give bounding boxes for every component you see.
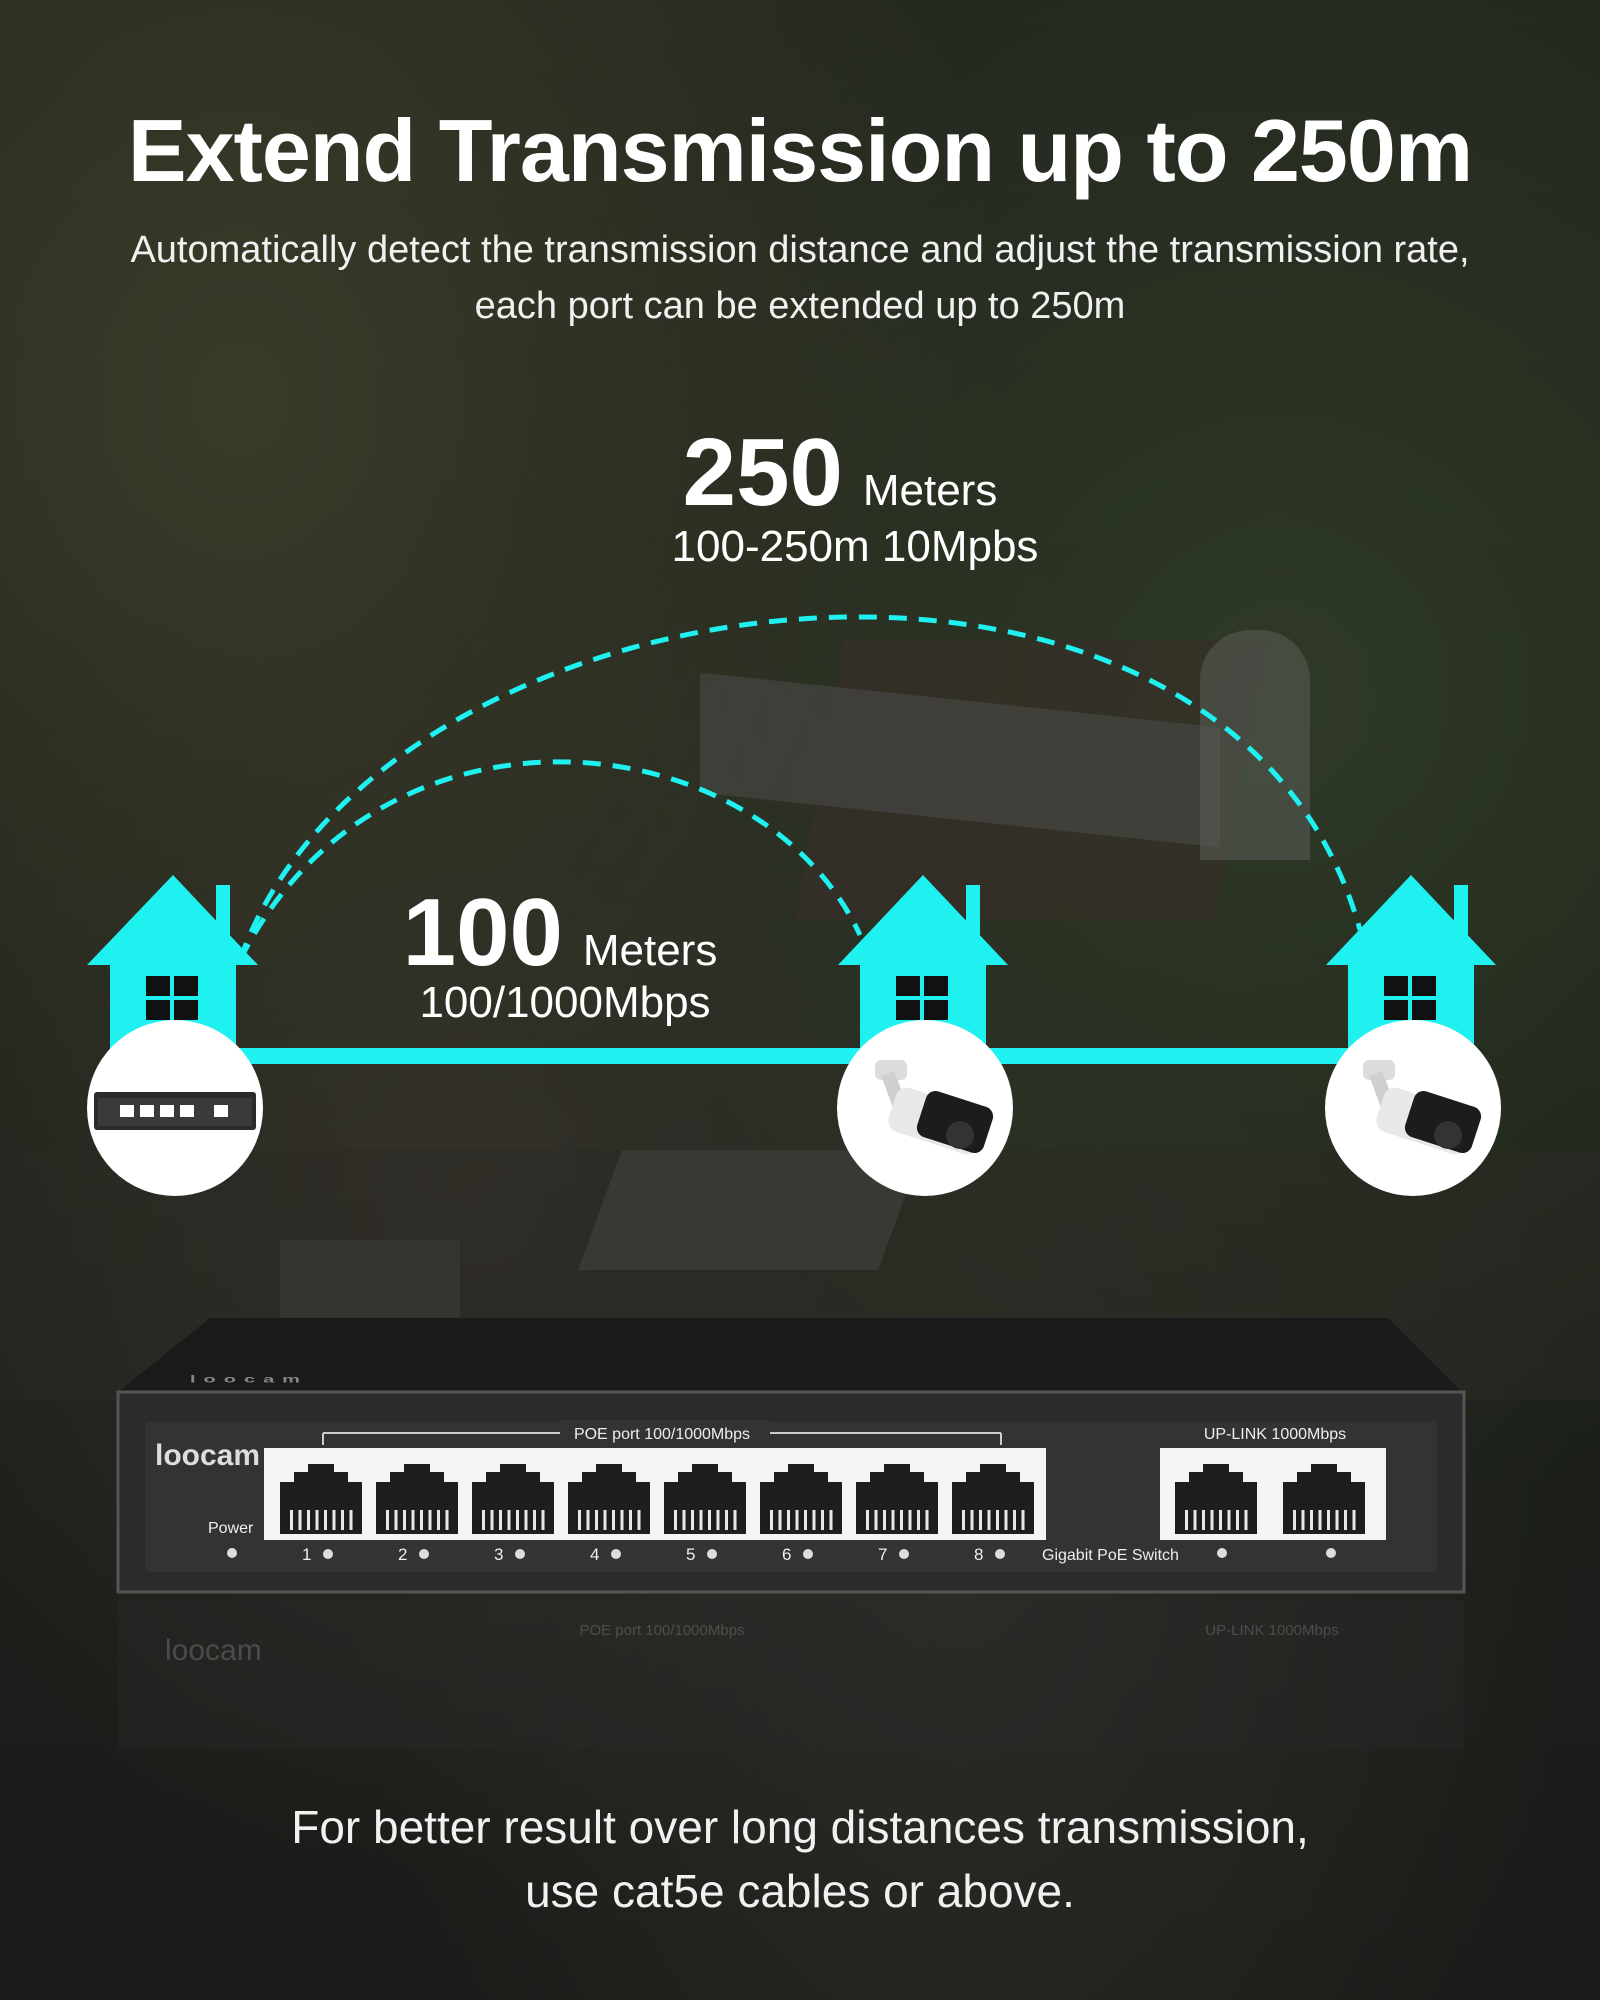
long-range-arc <box>237 614 1363 961</box>
rj45-port <box>1283 1464 1365 1534</box>
rj45-port <box>472 1464 554 1534</box>
port-number: 4 <box>590 1545 599 1564</box>
headline-title: Extend Transmission up to 250m <box>127 101 1473 200</box>
model-label: Gigabit PoE Switch <box>1042 1547 1179 1564</box>
footer-line-1: For better result over long distances tr… <box>291 1801 1309 1853</box>
short-range-number: 100 <box>402 879 563 986</box>
uplink-led <box>1326 1548 1336 1558</box>
subtitle-line-1: Automatically detect the transmission di… <box>130 229 1470 271</box>
uplink-led <box>1217 1548 1227 1558</box>
switch-icon <box>94 1092 256 1130</box>
long-range-distance: 250 Meters <box>560 418 1120 528</box>
port-number: 7 <box>878 1545 887 1564</box>
port-number: 3 <box>494 1545 503 1564</box>
port-led <box>323 1549 333 1559</box>
switch-render: loocam loocam Power POE port 100/1000Mbp… <box>116 1318 1466 1750</box>
switch-top-brand: loocam <box>190 1374 308 1385</box>
short-range-distance: 100 Meters <box>360 878 760 988</box>
long-range-unit: Meters <box>862 466 998 515</box>
distance-diagram <box>87 614 1501 1196</box>
switch-reflection <box>118 1600 1464 1750</box>
rj45-port <box>856 1464 938 1534</box>
headline-subtitle: Automatically detect the transmission di… <box>80 222 1520 334</box>
rj45-port <box>664 1464 746 1534</box>
long-range-number: 250 <box>682 419 843 526</box>
reflection-brand: loocam <box>165 1634 262 1667</box>
port-led <box>899 1549 909 1559</box>
footer-line-2: use cat5e cables or above. <box>525 1865 1075 1917</box>
uplink-label: UP-LINK 1000Mbps <box>1204 1426 1346 1443</box>
port-led <box>611 1549 621 1559</box>
power-label: Power <box>208 1520 254 1537</box>
subtitle-line-2: each port can be extended up to 250m <box>474 285 1126 327</box>
port-led <box>803 1549 813 1559</box>
rj45-port <box>1175 1464 1257 1534</box>
camera-icon <box>1363 1060 1482 1155</box>
port-led <box>419 1549 429 1559</box>
long-range-rate: 100-250m 10Mpbs <box>671 522 1039 571</box>
port-number: 8 <box>974 1545 983 1564</box>
footer-note: For better result over long distances tr… <box>100 1795 1500 1923</box>
port-number: 2 <box>398 1545 407 1564</box>
short-range-rate: 100/1000Mbps <box>419 978 711 1027</box>
rj45-port <box>280 1464 362 1534</box>
switch-top-face <box>118 1318 1462 1392</box>
poe-port-label: POE port 100/1000Mbps <box>574 1426 750 1443</box>
rj45-port <box>760 1464 842 1534</box>
short-range-arc <box>237 759 863 962</box>
port-led <box>707 1549 717 1559</box>
cable-line <box>210 1048 1410 1064</box>
port-led <box>515 1549 525 1559</box>
port-number: 6 <box>782 1545 791 1564</box>
camera-icon <box>875 1060 994 1155</box>
short-range-unit: Meters <box>582 926 718 975</box>
port-number: 1 <box>302 1545 311 1564</box>
power-led <box>227 1548 237 1558</box>
port-number: 5 <box>686 1545 695 1564</box>
reflection-uplink-label: UP-LINK 1000Mbps <box>1205 1622 1338 1639</box>
rj45-port <box>952 1464 1034 1534</box>
background-silo <box>1200 630 1310 860</box>
rj45-port <box>568 1464 650 1534</box>
port-led <box>995 1549 1005 1559</box>
reflection-poe-label: POE port 100/1000Mbps <box>579 1622 744 1639</box>
rj45-port <box>376 1464 458 1534</box>
background-building <box>280 1240 460 1330</box>
switch-brand-logo: loocam <box>155 1439 260 1472</box>
